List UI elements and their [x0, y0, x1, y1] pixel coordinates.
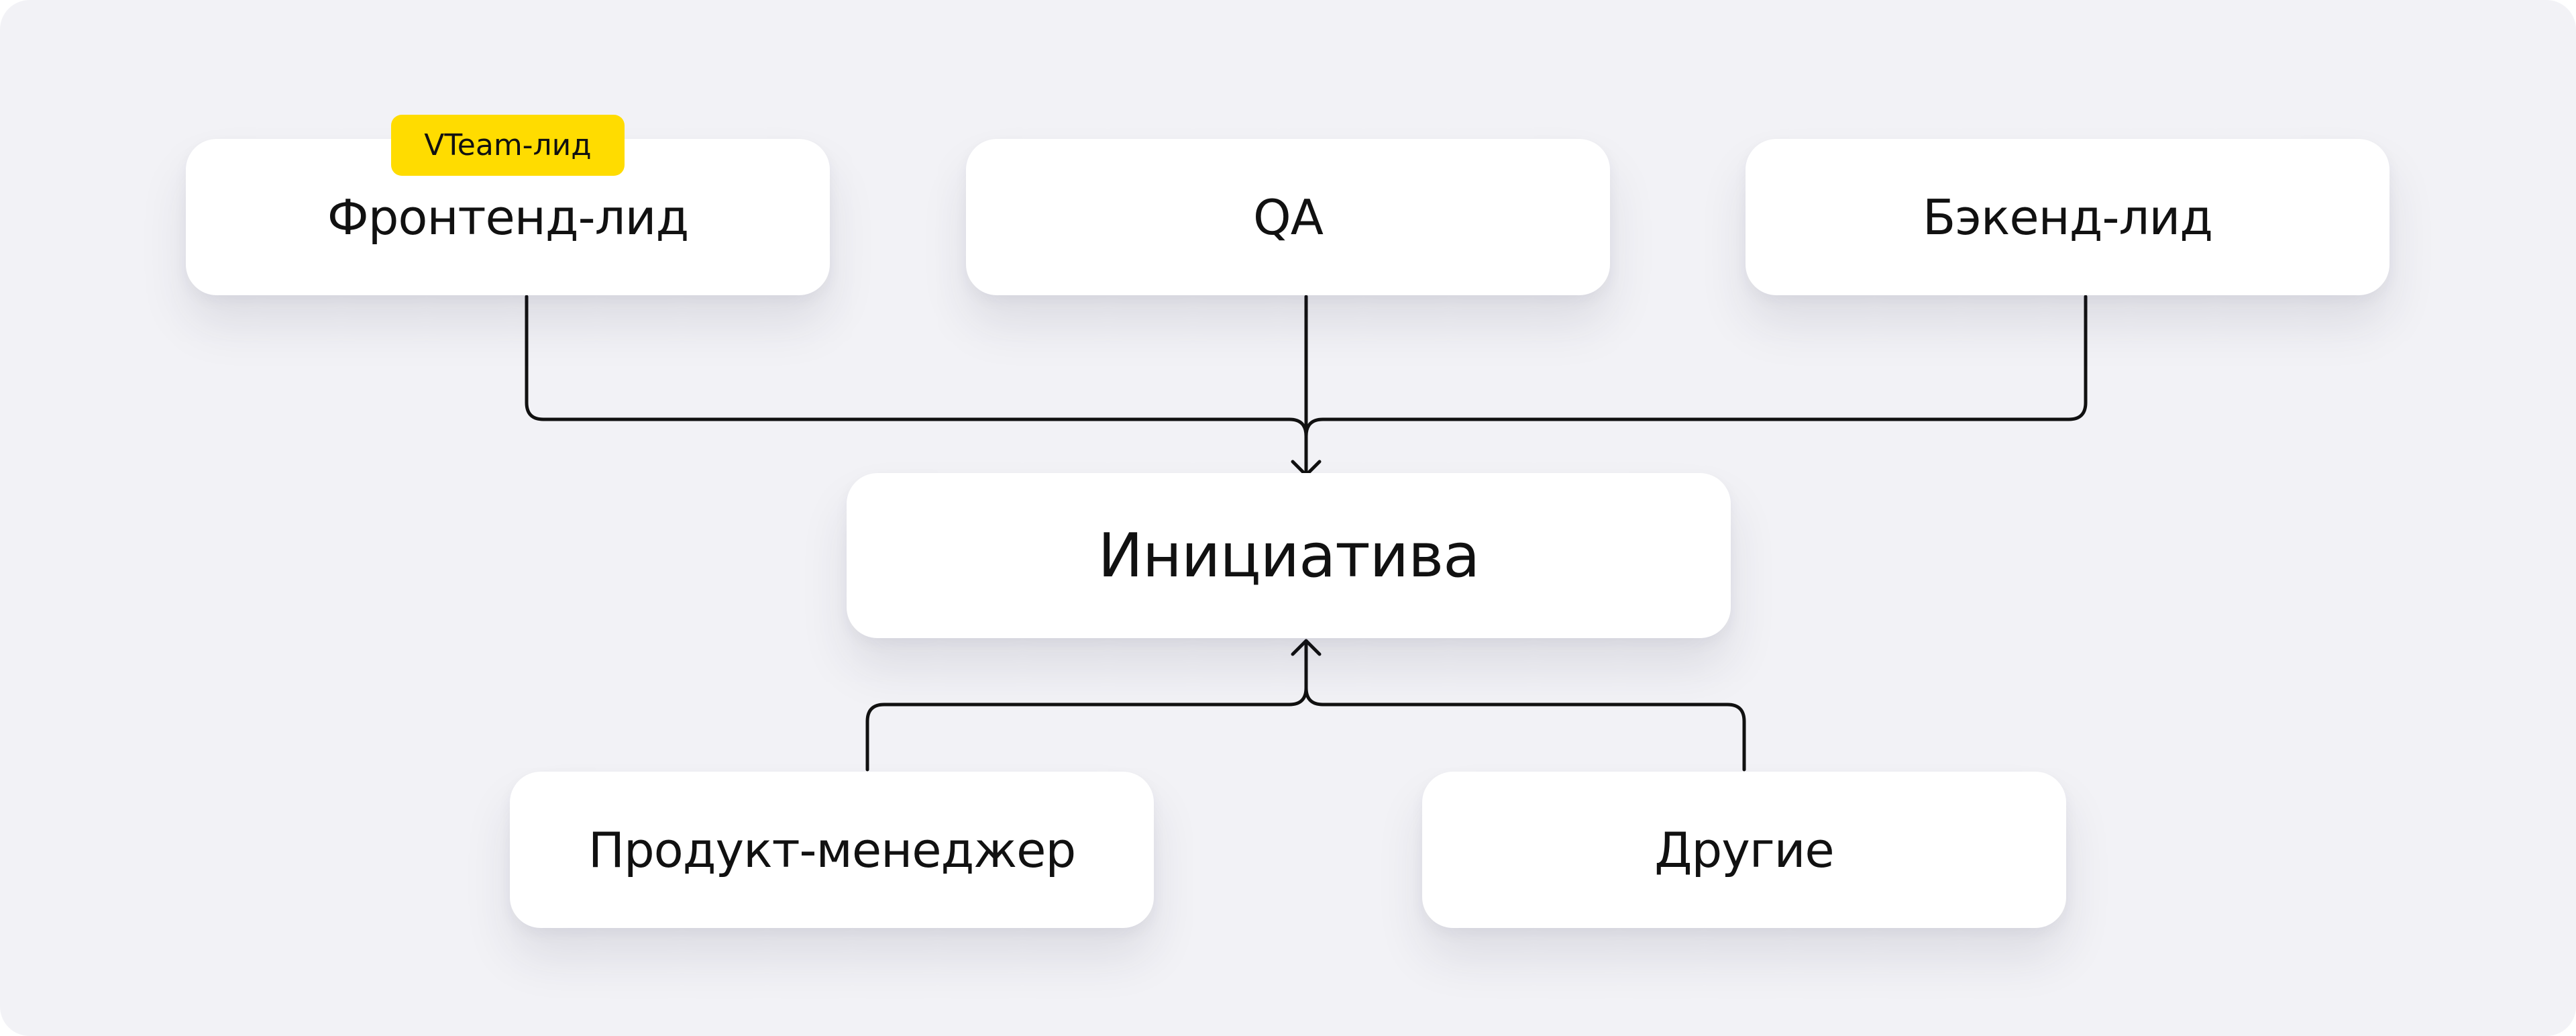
node-initiative-label: Инициатива [1097, 520, 1481, 591]
connector-others-to-initiative [1304, 686, 1746, 772]
arrowhead-up [1291, 639, 1322, 656]
vteam-lead-badge-label: VTeam-лид [424, 128, 592, 162]
node-frontend-lead: Фронтенд-лид [186, 139, 830, 295]
connector-frontend-to-initiative [525, 295, 1308, 477]
node-qa-label: QA [1253, 189, 1324, 246]
node-initiative: Инициатива [847, 473, 1731, 638]
node-backend-lead: Бэкенд-лид [1746, 139, 2390, 295]
node-backend-lead-label: Бэкенд-лид [1922, 189, 2213, 246]
node-qa: QA [966, 139, 1610, 295]
node-others-label: Другие [1654, 821, 1834, 878]
connector-product-to-initiative [865, 639, 1308, 772]
node-product-manager-label: Продукт-менеджер [588, 821, 1076, 878]
node-frontend-lead-label: Фронтенд-лид [327, 189, 689, 246]
node-others: Другие [1422, 772, 2066, 928]
node-product-manager: Продукт-менеджер [510, 772, 1154, 928]
vteam-lead-badge: VTeam-лид [391, 115, 625, 176]
connector-backend-to-initiative [1304, 295, 2088, 438]
